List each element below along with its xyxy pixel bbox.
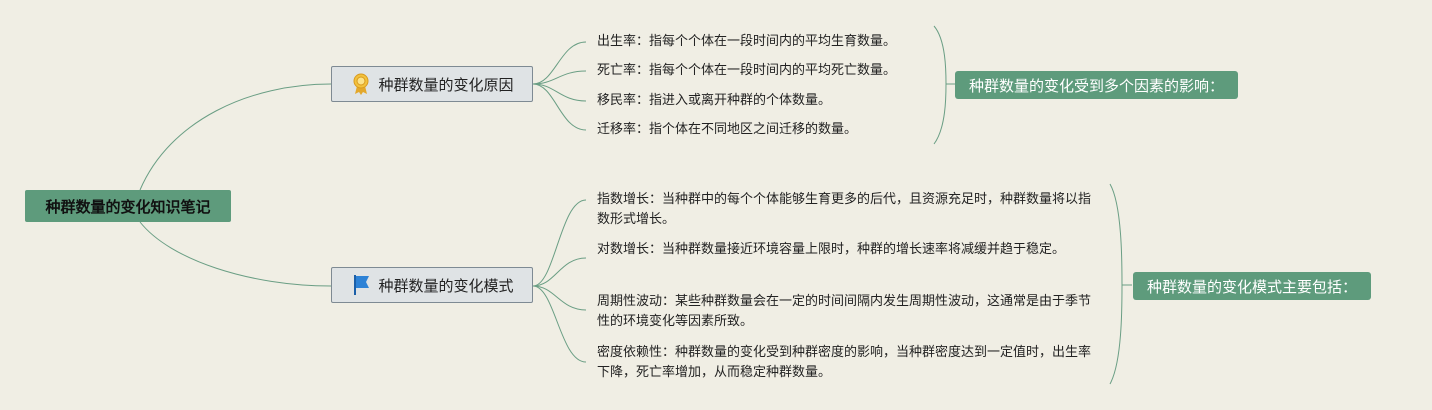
leaf-item[interactable]: 迁移率：指个体在不同地区之间迁移的数量。: [597, 122, 858, 137]
blue-flag-icon: [350, 274, 372, 296]
summary-node-patterns[interactable]: 种群数量的变化模式主要包括：: [1133, 272, 1372, 300]
branch-node-causes[interactable]: 种群数量的变化原因: [331, 66, 533, 102]
root-node[interactable]: 种群数量的变化知识笔记: [25, 190, 231, 222]
summary-node-causes[interactable]: 种群数量的变化受到多个因素的影响：: [955, 71, 1239, 99]
summary-brace-1: [933, 25, 947, 145]
connector-root-branch-2: [139, 221, 332, 287]
connector-b2-leaf-3: [532, 285, 587, 311]
leaf-item[interactable]: 密度依赖性：种群数量的变化受到种群密度的影响，当种群密度达到一定值时，出生率下降…: [597, 345, 1092, 380]
leaf-item[interactable]: 死亡率：指每个个体在一段时间内的平均死亡数量。: [597, 63, 897, 78]
connector-b2-leaf-2: [532, 257, 587, 287]
root-label: 种群数量的变化知识笔记: [45, 197, 211, 216]
branch-node-patterns[interactable]: 种群数量的变化模式: [331, 267, 533, 303]
connector-b1-leaf-4: [532, 83, 587, 131]
leaf-item[interactable]: 对数增长：当种群数量接近环境容量上限时，种群的增长速率将减缓并趋于稳定。: [597, 242, 1066, 257]
connector-b1-leaf-2: [532, 70, 587, 85]
award-ribbon-icon: [350, 73, 372, 95]
summary-label: 种群数量的变化模式主要包括：: [1147, 277, 1358, 296]
connector-b1-leaf-1: [532, 41, 587, 85]
connector-b2-leaf-4: [532, 285, 587, 363]
leaf-item[interactable]: 移民率：指进入或离开种群的个体数量。: [597, 93, 832, 108]
branch-label: 种群数量的变化原因: [378, 75, 514, 94]
branch-label: 种群数量的变化模式: [378, 276, 514, 295]
leaf-item[interactable]: 指数增长：当种群中的每个个体能够生育更多的后代，且资源充足时，种群数量将以指数形…: [597, 192, 1092, 227]
leaf-item[interactable]: 出生率：指每个个体在一段时间内的平均生育数量。: [597, 34, 897, 49]
summary-label: 种群数量的变化受到多个因素的影响：: [969, 76, 1225, 95]
connector-root-branch-1: [139, 83, 332, 191]
summary-brace-2: [1109, 183, 1123, 385]
connector-b1-leaf-3: [532, 83, 587, 102]
connector-b2-leaf-1: [532, 199, 587, 287]
leaf-item[interactable]: 周期性波动：某些种群数量会在一定的时间间隔内发生周期性波动，这通常是由于季节性的…: [597, 294, 1092, 329]
